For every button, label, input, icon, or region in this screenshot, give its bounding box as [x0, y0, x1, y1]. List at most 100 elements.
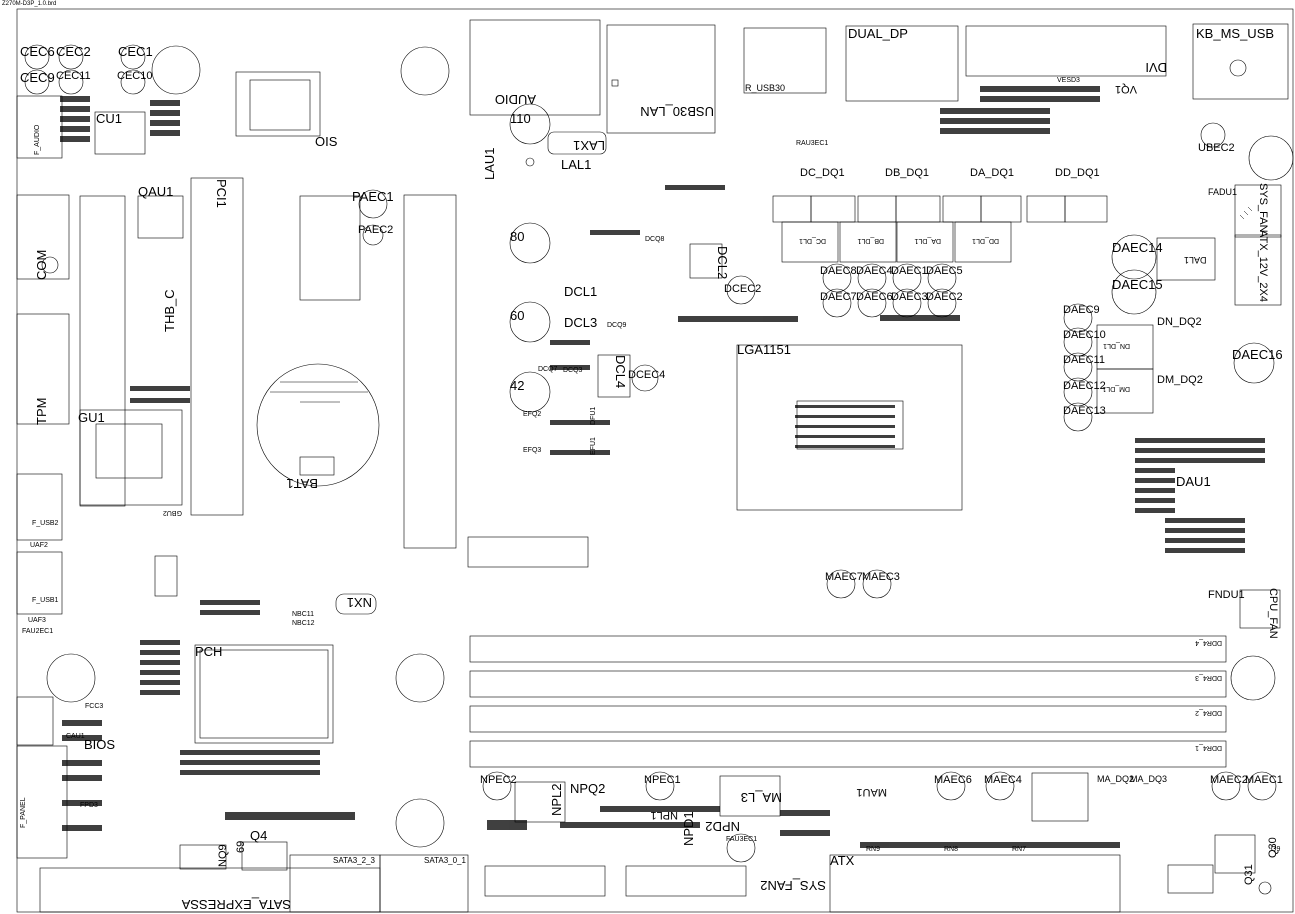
label-nbc11: NBC11 [292, 611, 315, 618]
label-q4: Q4 [250, 828, 268, 843]
inductor-110 [509, 103, 551, 145]
label-110: 110 [510, 111, 531, 126]
mounting-hole [1230, 655, 1276, 701]
label-rn7: RN7 [1012, 846, 1027, 853]
dal1 [1156, 237, 1216, 281]
label-npd2: NPD2 [705, 819, 740, 834]
tpm-header [16, 313, 70, 425]
label-69: 69 [235, 840, 247, 853]
f-usb2-header [16, 473, 63, 541]
label-daec5: DAEC5 [926, 265, 963, 277]
atx-12v-connector [1234, 234, 1282, 306]
kb-ms-usb-connector [1192, 23, 1289, 100]
label-dcec4: DCEC4 [628, 369, 666, 381]
label-cec10: CEC10 [117, 70, 153, 82]
label-ma-dq2: MA_DQ2 [1097, 774, 1135, 784]
pwr-header [16, 696, 54, 746]
label-sys-fan: SYS_FAN [1257, 183, 1269, 233]
label-da-dl1: DA_DL1 [914, 237, 941, 244]
atx-connector [829, 854, 1121, 913]
mounting-hole [46, 653, 96, 703]
label-npd1: NPD1 [681, 811, 696, 846]
ddr4-2-slot [469, 705, 1227, 733]
dual-dp-connector [845, 25, 959, 102]
label-audio: AUDIO [494, 92, 536, 107]
pcie-x16-slot [79, 195, 126, 507]
label-ubec2: UBEC2 [1198, 142, 1235, 154]
label-dd-dl1: DD_DL1 [972, 237, 999, 244]
label-pci1: PCI1 [214, 179, 229, 208]
label-ddr4-2: DDR4_2 [1195, 709, 1222, 716]
dm-dl1 [1096, 368, 1154, 414]
label-daec3: DAEC3 [891, 291, 928, 303]
label-fndu1: FNDU1 [1208, 589, 1245, 601]
inductor-42 [509, 371, 551, 413]
label-ddr4-1: DDR4_1 [1195, 744, 1222, 751]
label-npec2: NPEC2 [480, 774, 517, 786]
label-dual-dp: DUAL_DP [848, 26, 908, 41]
label-com: COM [34, 249, 49, 280]
label-fau2ec1: FAU2EC1 [22, 628, 54, 635]
label-daec14: DAEC14 [1112, 240, 1163, 255]
f-usb1-header [16, 551, 63, 615]
f-usb30-2 [484, 865, 606, 897]
label-nq9: NQ9 [217, 844, 229, 867]
label-gbu2: GBU2 [162, 509, 182, 516]
label-npec1: NPEC1 [644, 774, 681, 786]
label-dn-dq2: DN_DQ2 [1157, 316, 1202, 328]
label-dcec2: DCEC2 [724, 283, 762, 295]
npl2-inductor [514, 781, 566, 823]
label-fpd3: FPD3 [80, 802, 98, 809]
label-cec1: CEC1 [118, 44, 153, 59]
label-cec11: CEC11 [56, 70, 91, 82]
label-ma-l3: MA_L3 [740, 790, 782, 805]
file-name: Z270M-D3P_1.0.brd [2, 1, 57, 7]
label-dcq3: DCQ3 [563, 367, 583, 374]
label-fcc3: FCC3 [85, 703, 104, 710]
r-usb30-connector [743, 27, 827, 94]
cpu-fan-connector [1239, 589, 1281, 629]
label-dvi: DVI [1145, 60, 1167, 75]
label-daec4: DAEC4 [856, 265, 893, 277]
label-cu1: CU1 [96, 111, 123, 126]
label-uaf2: UAF2 [30, 542, 48, 549]
label-dcl3: DCL3 [564, 315, 598, 330]
label-dcq8: DCQ8 [645, 236, 665, 243]
label-maec7: MAEC7 [825, 571, 863, 583]
pch-chip [194, 644, 334, 744]
label-dcq9: DCQ9 [607, 322, 627, 329]
label-db-dl1: DB_DL1 [857, 237, 884, 244]
board-edge [16, 8, 1294, 913]
label-daec2: DAEC2 [926, 291, 963, 303]
label-rn8: RN8 [944, 846, 959, 853]
label-daec16: DAEC16 [1232, 347, 1283, 362]
f-usb30-1 [625, 865, 747, 897]
dvi-connector [965, 25, 1167, 77]
ddr4-4-slot [469, 635, 1227, 663]
label-cau1: CAU1 [66, 733, 85, 740]
label-daec9: DAEC9 [1063, 304, 1100, 316]
label-dcq7: DCQ7 [538, 366, 558, 373]
label-daec6: DAEC6 [856, 291, 893, 303]
label-sata3-2-3: SATA3_2_3 [333, 856, 375, 865]
label-dc-dl1: DC_DL1 [799, 237, 826, 244]
inductor-80 [509, 222, 551, 264]
label-bat1: BAT1 [286, 476, 318, 491]
label-sys-fan2: SYS_FAN2 [760, 878, 826, 893]
label-f-audio: F_AUDIO [34, 124, 41, 155]
label-r-usb30: R_USB30 [745, 83, 786, 93]
label-daec12: DAEC12 [1063, 380, 1106, 392]
label-60: 60 [510, 308, 525, 323]
com-header [16, 194, 70, 280]
label-paec2: PAEC2 [358, 224, 394, 236]
label-cec6: CEC6 [20, 44, 55, 59]
label-tpm: TPM [34, 397, 49, 425]
label-atx: ATX [830, 853, 855, 868]
label-dm-dq2: DM_DQ2 [1157, 374, 1203, 386]
label-dal1: DAL1 [1184, 255, 1207, 265]
label-kb-ms-usb: KB_MS_USB [1196, 26, 1275, 41]
label-daec15: DAEC15 [1112, 277, 1163, 292]
label-dcl4: DCL4 [613, 355, 628, 389]
label-80: 80 [510, 229, 525, 244]
